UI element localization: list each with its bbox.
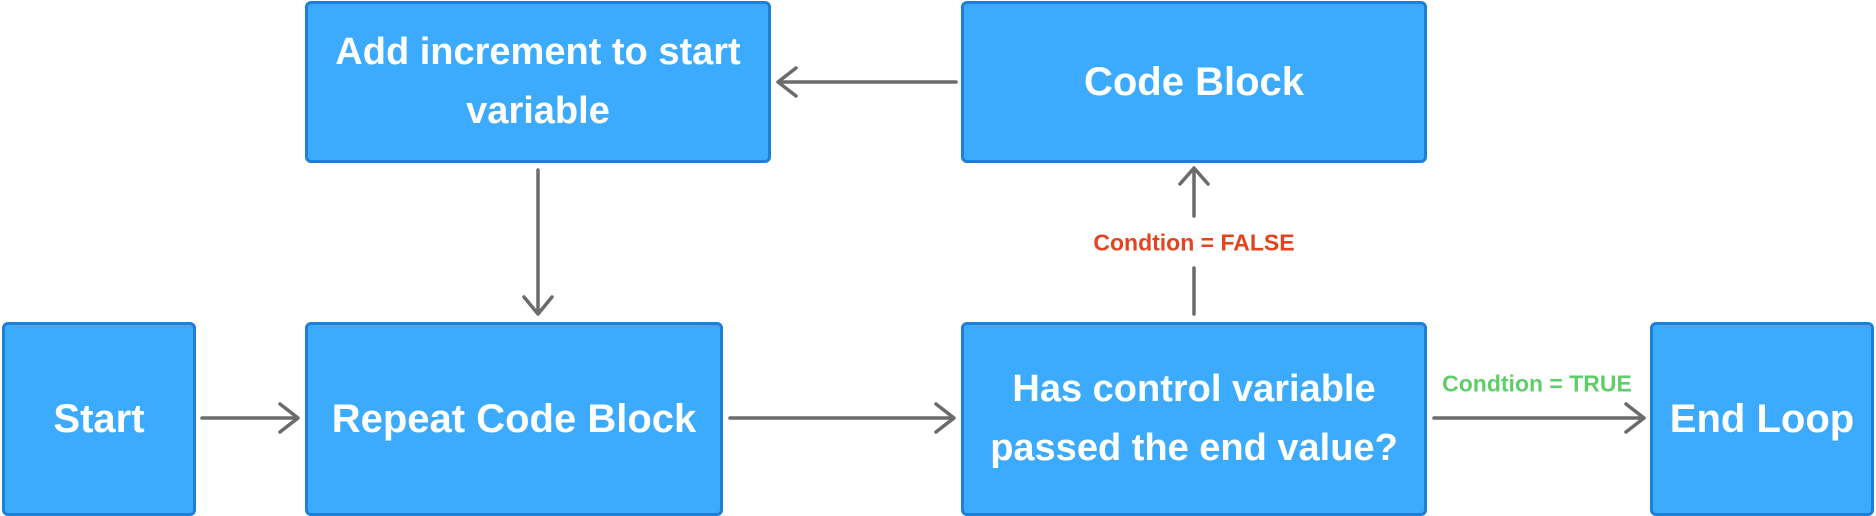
node-start-label: Start xyxy=(53,397,145,441)
arrow-check-to-code xyxy=(1178,166,1210,316)
node-condition-check-label: Has control variable passed the end valu… xyxy=(990,368,1398,469)
edge-label-false: Condtion = FALSE xyxy=(1093,229,1295,256)
arrow-start-to-repeat xyxy=(200,402,300,434)
arrow-repeat-to-check xyxy=(728,402,956,434)
arrow-increment-to-repeat xyxy=(522,168,554,316)
node-add-increment-label: Add increment to start variable xyxy=(335,31,741,132)
node-condition-check: Has control variable passed the end valu… xyxy=(961,322,1427,516)
node-repeat-label: Repeat Code Block xyxy=(331,397,697,441)
node-end-loop-label: End Loop xyxy=(1669,397,1855,441)
node-code-block: Code Block xyxy=(961,1,1427,163)
node-end-loop: End Loop xyxy=(1650,322,1874,516)
node-add-increment: Add increment to start variable xyxy=(305,1,771,163)
edge-label-true: Condtion = TRUE xyxy=(1442,370,1632,397)
node-code-block-label: Code Block xyxy=(1083,60,1305,104)
node-start: Start xyxy=(2,322,196,516)
node-repeat-code-block: Repeat Code Block xyxy=(305,322,723,516)
arrow-check-to-end xyxy=(1432,402,1646,434)
arrow-code-to-increment xyxy=(776,66,958,98)
